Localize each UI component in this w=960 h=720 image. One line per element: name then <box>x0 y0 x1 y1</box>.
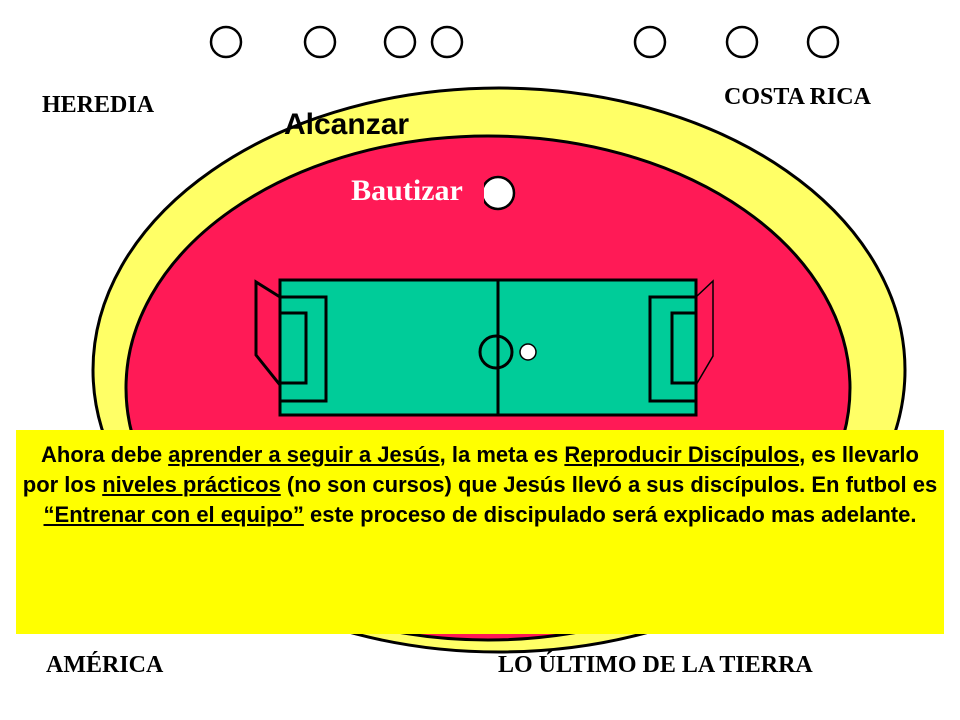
text-segment: , la meta es <box>439 442 565 467</box>
circle <box>383 25 417 59</box>
label-heredia: HEREDIA <box>42 92 155 118</box>
circle <box>806 25 840 59</box>
text-segment: (no son cursos) que Jesús llevó a sus di… <box>280 472 938 497</box>
text-underlined: Reproducir Discípulos <box>564 442 800 467</box>
label-costa-rica: COSTA RICA <box>724 84 871 110</box>
label-bautizar: Bautizar <box>330 164 484 218</box>
text-underlined: “Entrenar con el equipo” <box>43 502 304 527</box>
text-segment: Ahora debe <box>41 442 169 467</box>
circle <box>633 25 667 59</box>
person-circle <box>480 175 516 211</box>
explanation-text-box: Ahora debe aprender a seguir a Jesús, la… <box>16 430 944 634</box>
circle <box>430 25 464 59</box>
ball-icon <box>519 343 537 361</box>
text-underlined: aprender a seguir a Jesús <box>168 442 440 467</box>
text-segment: , es llevarlo por los <box>22 442 919 497</box>
text-segment: este proceso de discipulado será explica… <box>303 502 917 527</box>
circle <box>303 25 337 59</box>
soccer-pitch <box>254 278 714 417</box>
label-alcanzar: Alcanzar <box>284 108 410 141</box>
circle <box>725 25 759 59</box>
label-america: AMÉRICA <box>46 652 164 678</box>
label-ultimo-de-la-tierra: LO ÚLTIMO DE LA TIERRA <box>498 652 813 678</box>
circle <box>209 25 243 59</box>
text-underlined: niveles prácticos <box>102 472 281 497</box>
top-circles <box>209 25 840 59</box>
